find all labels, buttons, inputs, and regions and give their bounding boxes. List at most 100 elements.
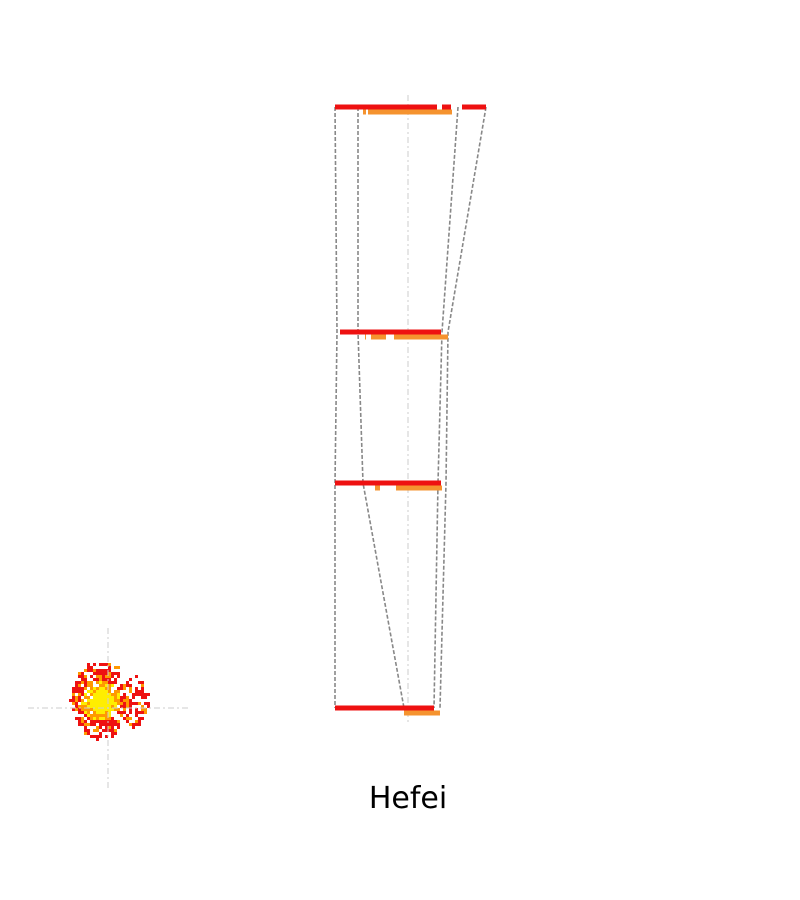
inset-blob-pixel bbox=[105, 726, 108, 729]
inset-blob-pixel bbox=[135, 708, 138, 711]
inset-blob-pixel bbox=[120, 699, 123, 702]
inset-blob-pixel bbox=[90, 699, 93, 702]
inset-blob-pixel bbox=[144, 708, 147, 711]
inset-blob-pixel bbox=[93, 723, 96, 726]
inset-blob-pixel bbox=[99, 663, 102, 666]
inset-blob-pixel bbox=[135, 720, 138, 723]
inset-blob-pixel bbox=[99, 705, 102, 708]
inset-blob-pixel bbox=[99, 669, 102, 672]
inset-blob-pixel bbox=[90, 717, 93, 720]
inset-blob-pixel bbox=[102, 702, 105, 705]
inset-blob-pixel bbox=[81, 678, 84, 681]
inset-blob-pixel bbox=[96, 726, 99, 729]
inset-blob-pixel bbox=[141, 684, 144, 687]
level-3-orange-segment-1 bbox=[375, 485, 380, 491]
inset-blob-pixel bbox=[99, 726, 102, 729]
inset-blob-pixel bbox=[111, 705, 114, 708]
inset-blob-pixel bbox=[93, 696, 96, 699]
inset-blob-pixel bbox=[138, 690, 141, 693]
inset-blob-pixel bbox=[96, 669, 99, 672]
inset-blob-pixel bbox=[87, 732, 90, 735]
inset-blob-pixel bbox=[111, 675, 114, 678]
inset-blob-pixel bbox=[102, 705, 105, 708]
inset-blob-pixel bbox=[129, 684, 132, 687]
inset-blob-pixel bbox=[90, 708, 93, 711]
inset-blob-pixel bbox=[117, 702, 120, 705]
inset-blob-pixel bbox=[111, 729, 114, 732]
inset-blob-pixel bbox=[120, 702, 123, 705]
inset-blob-pixel bbox=[114, 699, 117, 702]
inset-blob-pixel bbox=[93, 735, 96, 738]
inset-blob-pixel bbox=[84, 684, 87, 687]
inset-blob-pixel bbox=[99, 720, 102, 723]
inset-blob-pixel bbox=[81, 681, 84, 684]
level-4-orange-segment-1 bbox=[404, 710, 440, 716]
level-2-orange-segment-2 bbox=[371, 334, 386, 340]
inset-blob-pixel bbox=[135, 723, 138, 726]
inset-blob-pixel bbox=[117, 708, 120, 711]
inset-blob-pixel bbox=[99, 681, 102, 684]
inset-blob-pixel bbox=[84, 687, 87, 690]
inset-blob-pixel bbox=[102, 693, 105, 696]
inset-blob-pixel bbox=[123, 699, 126, 702]
inset-blob-pixel bbox=[105, 702, 108, 705]
inset-blob-pixel bbox=[81, 693, 84, 696]
inset-blob-pixel bbox=[132, 726, 135, 729]
inset-blob-pixel bbox=[141, 693, 144, 696]
inset-blob-pixel bbox=[102, 684, 105, 687]
inset-blob-pixel bbox=[96, 711, 99, 714]
inset-blob-pixel bbox=[99, 723, 102, 726]
inset-blob-pixel bbox=[84, 726, 87, 729]
inset-blob-pixel bbox=[78, 693, 81, 696]
inset-blob-pixel bbox=[87, 729, 90, 732]
inset-blob-pixel bbox=[114, 708, 117, 711]
inset-blob-pixel bbox=[141, 711, 144, 714]
inset-blob-pixel bbox=[102, 690, 105, 693]
inset-blob-pixel bbox=[102, 672, 105, 675]
inset-blob-pixel bbox=[108, 699, 111, 702]
inset-blob-pixel bbox=[135, 714, 138, 717]
inset-blob-pixel bbox=[105, 711, 108, 714]
inset-blob-pixel bbox=[87, 666, 90, 669]
inset-blob-pixel bbox=[108, 711, 111, 714]
inset-blob-pixel bbox=[117, 723, 120, 726]
inset-blob-pixel bbox=[102, 696, 105, 699]
axis-guides bbox=[28, 95, 409, 790]
inset-blob-pixel bbox=[108, 729, 111, 732]
inset-blob-pixel bbox=[81, 717, 84, 720]
inset-blob-pixel bbox=[135, 702, 138, 705]
inset-blob-pixel bbox=[84, 702, 87, 705]
inset-blob-pixel bbox=[141, 705, 144, 708]
inset-blob-pixel bbox=[105, 663, 108, 666]
inset-blob-pixel bbox=[132, 693, 135, 696]
inset-blob-pixel bbox=[84, 705, 87, 708]
inset-blob-pixel bbox=[108, 717, 111, 720]
inset-blob-pixel bbox=[75, 690, 78, 693]
inset-blob-pixel bbox=[114, 696, 117, 699]
inset-blob-pixel bbox=[129, 699, 132, 702]
inset-blob-pixel bbox=[108, 726, 111, 729]
inset-blob-group bbox=[69, 663, 150, 741]
inset-blob-pixel bbox=[108, 714, 111, 717]
inset-blob-pixel bbox=[126, 702, 129, 705]
inset-blob-pixel bbox=[117, 675, 120, 678]
inset-blob-pixel bbox=[75, 702, 78, 705]
inset-blob-pixel bbox=[114, 693, 117, 696]
inset-blob-pixel bbox=[138, 723, 141, 726]
inset-blob-pixel bbox=[93, 702, 96, 705]
inset-blob-pixel bbox=[93, 663, 96, 666]
inset-blob-pixel bbox=[105, 708, 108, 711]
inset-blob-pixel bbox=[120, 711, 123, 714]
inset-blob-pixel bbox=[99, 714, 102, 717]
inset-blob-pixel bbox=[102, 681, 105, 684]
inset-blob-pixel bbox=[129, 708, 132, 711]
inset-blob-pixel bbox=[96, 735, 99, 738]
inset-blob-pixel bbox=[114, 666, 117, 669]
inset-blob-pixel bbox=[129, 711, 132, 714]
inset-blob-pixel bbox=[99, 678, 102, 681]
inset-blob-pixel bbox=[108, 684, 111, 687]
connector-left-1 bbox=[334, 106, 338, 708]
inset-blob-pixel bbox=[123, 693, 126, 696]
inset-blob-pixel bbox=[129, 678, 132, 681]
